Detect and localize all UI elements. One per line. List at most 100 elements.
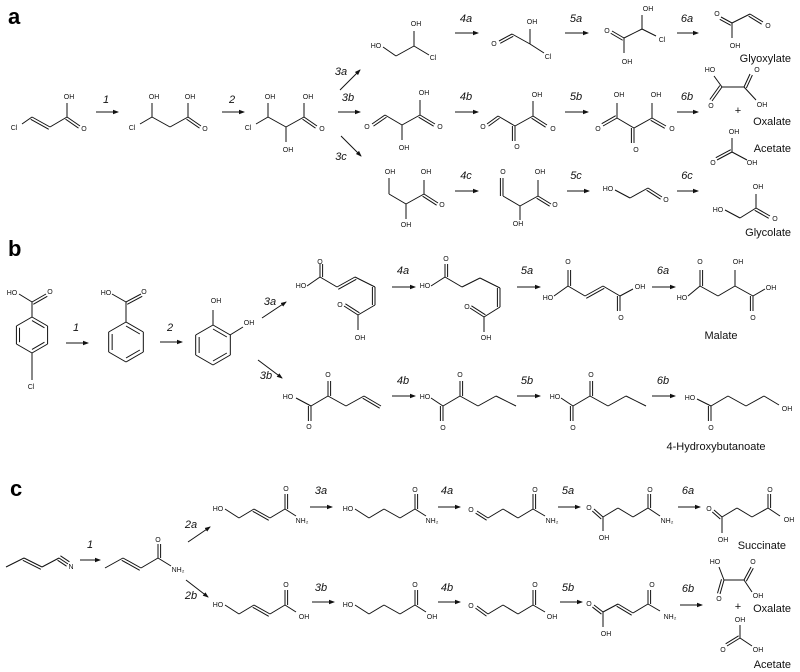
bond xyxy=(502,195,521,207)
step-label: 1 xyxy=(87,539,93,551)
bond xyxy=(529,43,545,54)
step-label: 3b xyxy=(315,582,327,594)
bond xyxy=(295,397,312,407)
atom-label: HO xyxy=(213,506,224,513)
atom-label: HO xyxy=(677,295,688,302)
bond xyxy=(593,604,604,613)
atom-label: OH xyxy=(185,94,196,101)
reaction-step-arrow: 4b xyxy=(392,375,416,399)
atom-label: O xyxy=(663,197,669,204)
atom-label: O xyxy=(47,289,53,296)
bond xyxy=(399,508,416,519)
bond xyxy=(31,343,48,354)
bond xyxy=(125,325,141,335)
bond xyxy=(212,324,231,336)
atom-label: OH xyxy=(299,614,310,621)
reaction-step-arrow: 3b xyxy=(338,92,361,115)
panel-label: a xyxy=(8,4,21,29)
bond xyxy=(763,395,780,406)
atom-label: HO xyxy=(550,394,561,401)
bond xyxy=(363,395,382,407)
atom-label: O xyxy=(765,23,771,30)
double-bond-line xyxy=(418,116,434,127)
atom-label: HO xyxy=(371,43,382,50)
atom-label: O xyxy=(588,372,594,379)
double-bond-line xyxy=(252,510,269,521)
reaction-step-arrow: 4a xyxy=(455,13,479,36)
bond xyxy=(487,508,504,519)
atom-label: O xyxy=(464,304,470,311)
bond xyxy=(21,116,33,125)
bond xyxy=(726,637,741,647)
bond xyxy=(238,604,255,615)
atom-label: OH xyxy=(513,221,524,228)
double-bond-line xyxy=(616,605,632,616)
bond xyxy=(319,276,338,288)
atom-label: OH xyxy=(601,631,612,638)
bond xyxy=(31,320,45,329)
atom-label: OH xyxy=(599,535,610,542)
bond xyxy=(532,508,546,517)
bond xyxy=(607,395,627,407)
step-label: 2a xyxy=(184,519,197,531)
arrow xyxy=(257,359,283,379)
atom-label: Cl xyxy=(129,125,136,132)
triple-bond-line xyxy=(60,555,70,563)
atom-label: HO xyxy=(603,186,614,193)
bond xyxy=(560,397,574,407)
atom-label: OH xyxy=(283,147,294,154)
bond xyxy=(461,277,481,288)
bond xyxy=(486,115,499,125)
step-label: 3b xyxy=(260,370,272,382)
bond xyxy=(716,151,733,161)
atom-label: O xyxy=(364,124,370,131)
bond xyxy=(502,604,519,615)
atom-label: O xyxy=(586,505,592,512)
panel-label: b xyxy=(8,236,21,261)
step-label: 6c xyxy=(681,170,693,182)
bond xyxy=(125,293,142,303)
atom-label: OH xyxy=(643,6,654,13)
bond xyxy=(31,341,45,350)
bond xyxy=(31,116,51,128)
atom-label: O xyxy=(439,202,445,209)
double-bond-line xyxy=(650,119,665,129)
bond xyxy=(187,116,202,127)
reaction-step-arrow: 3b xyxy=(257,359,283,382)
product-name: Oxalate xyxy=(753,603,791,615)
atom-label: N xyxy=(68,564,73,571)
double-bond-line xyxy=(536,197,550,207)
double-bond-line xyxy=(610,32,623,41)
bond xyxy=(724,209,741,219)
bond xyxy=(487,604,504,615)
atom-label: HO xyxy=(7,290,18,297)
bond xyxy=(401,114,421,126)
bond xyxy=(497,115,516,127)
atom-label: OH xyxy=(385,169,396,176)
double-bond-line xyxy=(745,74,753,89)
bond xyxy=(617,507,634,518)
double-bond-line xyxy=(592,606,602,615)
bond xyxy=(49,116,68,128)
bond xyxy=(371,114,386,125)
atom-label: O xyxy=(412,582,418,589)
double-bond-line xyxy=(745,567,754,582)
reaction-step-arrow: 3c xyxy=(335,135,362,163)
atom-label: HO xyxy=(420,394,431,401)
double-bond-line xyxy=(252,606,269,617)
double-bond-line xyxy=(362,397,380,409)
double-bond-line xyxy=(646,189,661,200)
double-bond-line xyxy=(345,303,360,314)
bond xyxy=(699,285,719,297)
double-bond-line xyxy=(725,635,739,645)
bond xyxy=(602,507,619,518)
atom-label: O xyxy=(754,67,760,74)
atom-label: OH xyxy=(718,537,729,544)
bond xyxy=(125,351,144,363)
